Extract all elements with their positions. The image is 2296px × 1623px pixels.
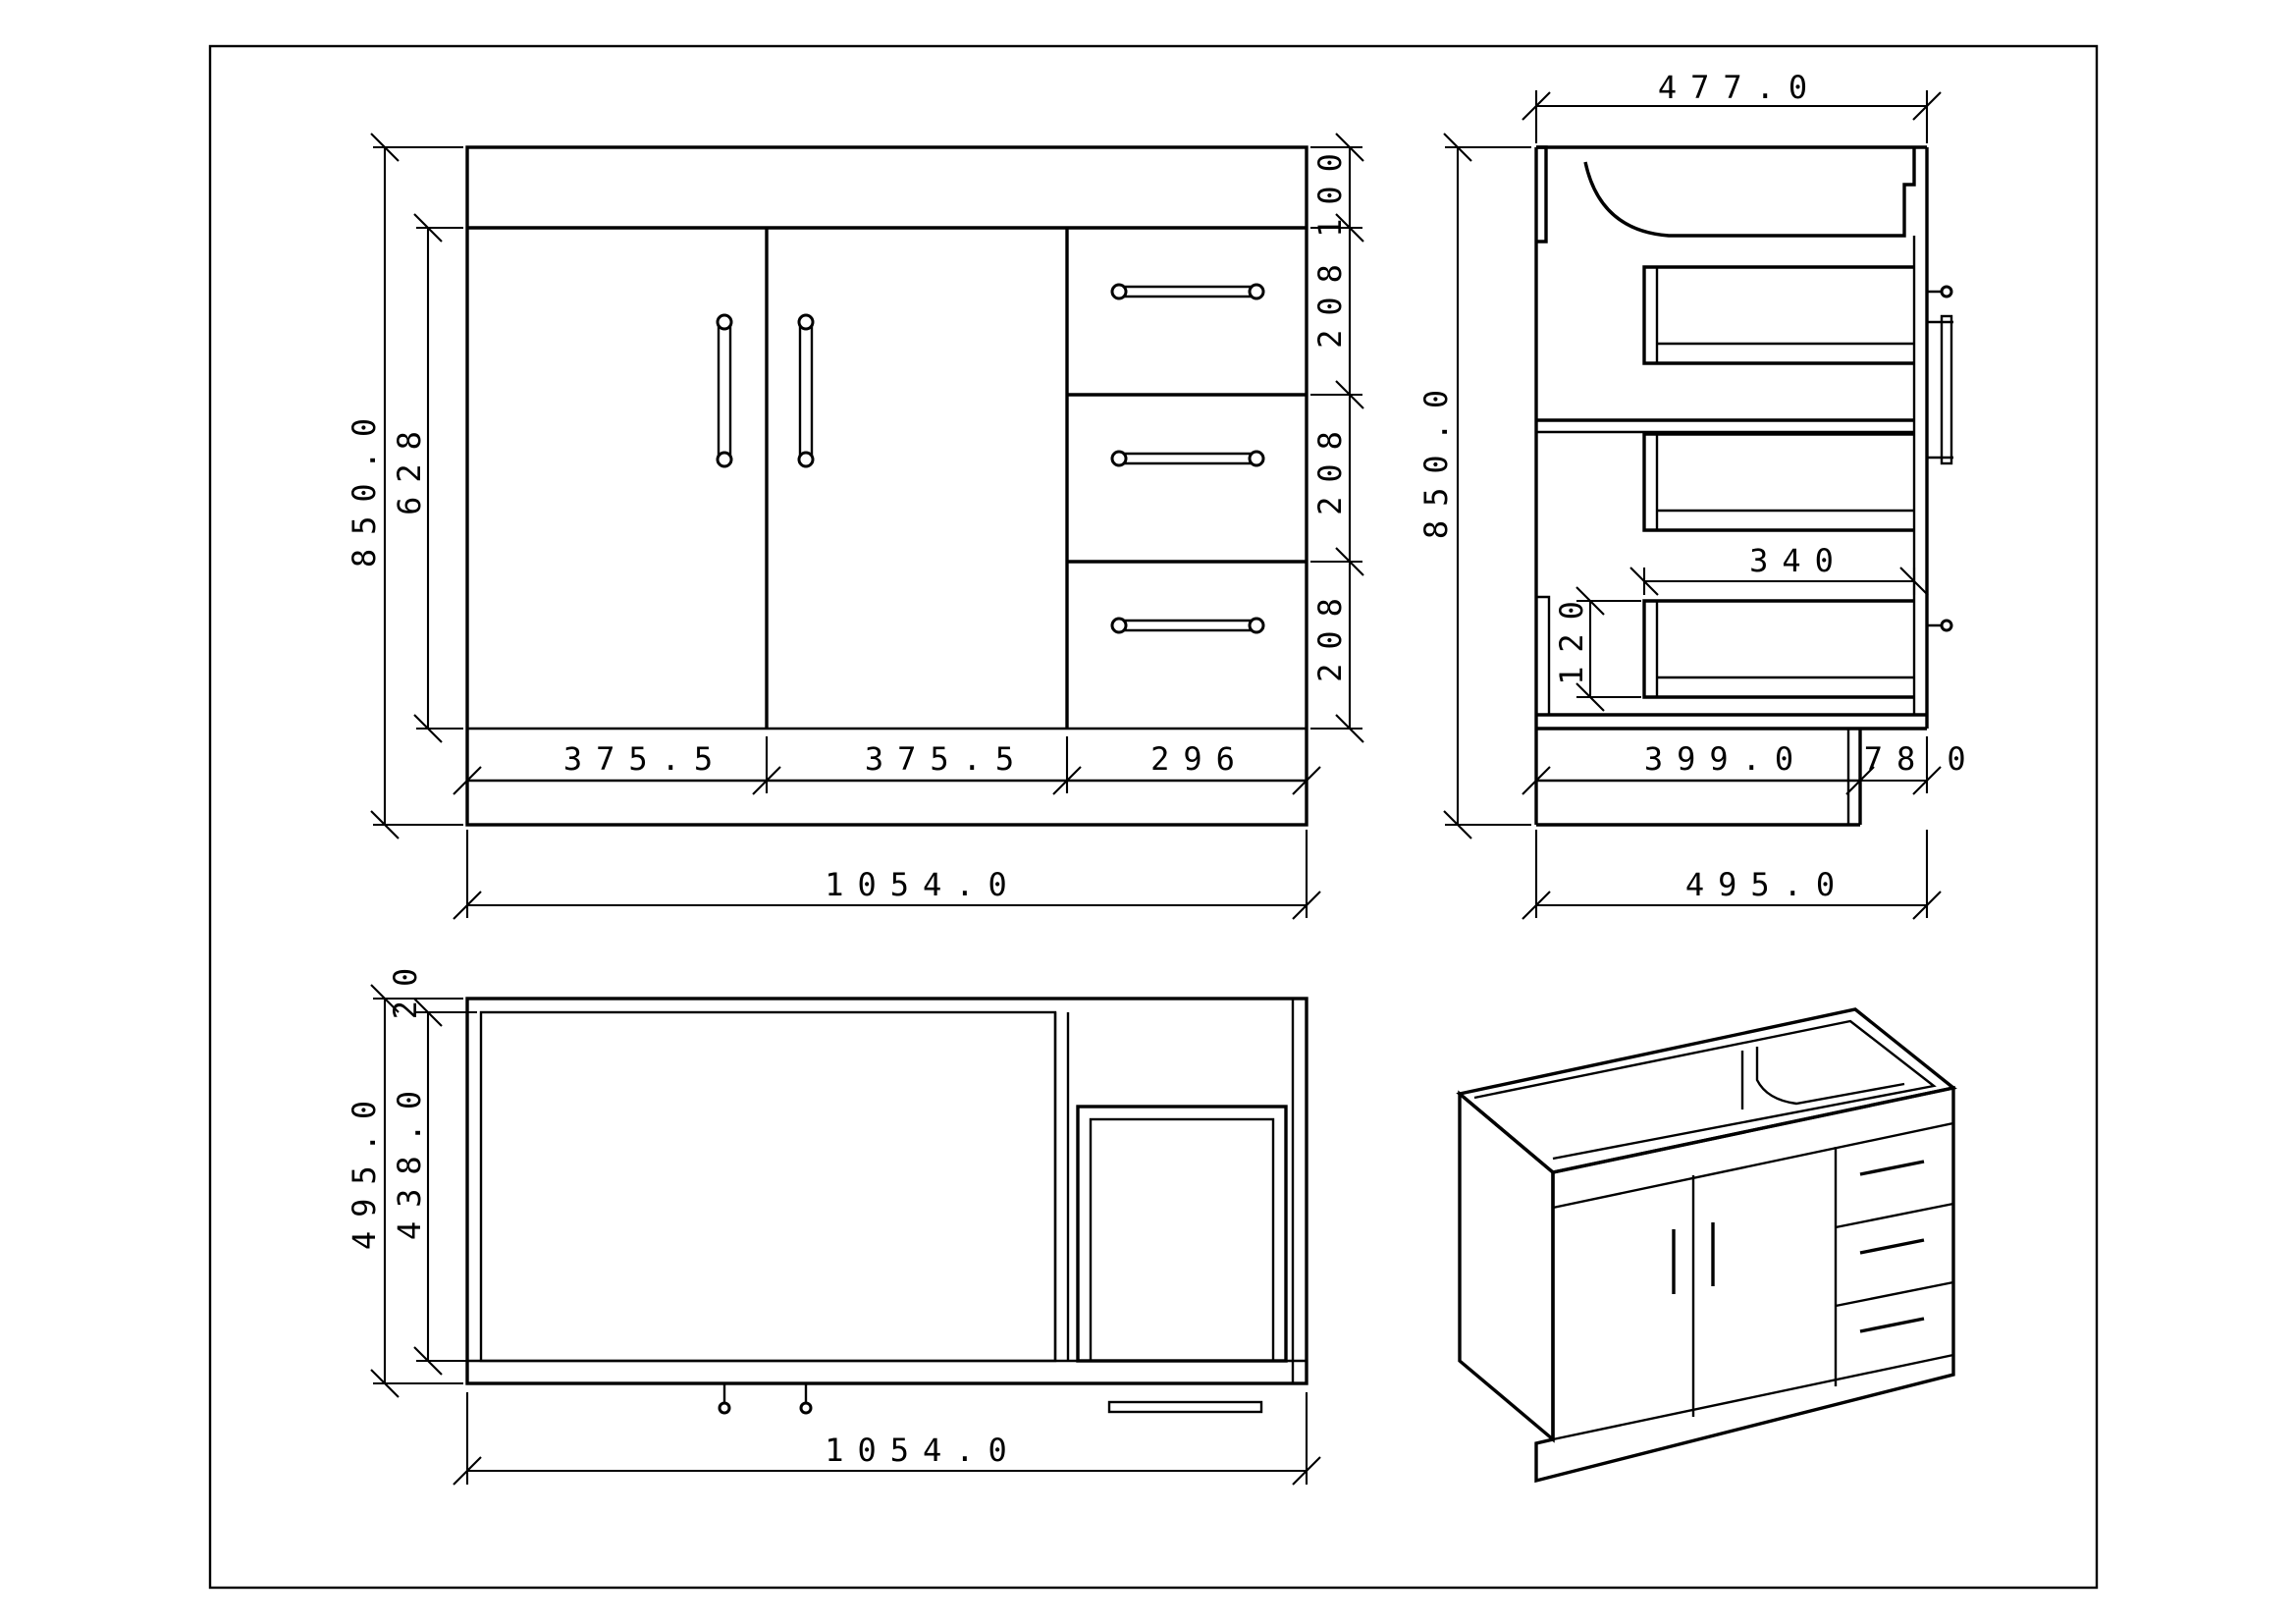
dim-side-top-depth: 477.0 [1658, 69, 1821, 106]
dim-front-drawer-1: 208 [1311, 250, 1349, 349]
dim-side-toe-offset: 78 [1864, 740, 1930, 778]
iso-inner-rim [1473, 1019, 1937, 1161]
dim-side-overall-height: 850.0 [1417, 376, 1455, 539]
iso-side-face [1458, 1090, 1555, 1443]
dim-top-overall-width: 1054.0 [825, 1432, 1021, 1469]
dim-front-door-height: 628 [391, 417, 428, 515]
top-drawer-box [1076, 1105, 1288, 1363]
front-dimension-lines [370, 133, 1364, 920]
top-view: 20 495.0 438.0 1054.0 [346, 954, 1321, 1486]
dim-front-door-right-width: 375.5 [865, 740, 1028, 778]
drawer-handle-2 [1110, 450, 1265, 467]
iso-plinth [1552, 1353, 1954, 1441]
iso-drawer-line-2 [1835, 1280, 1954, 1308]
iso-handles [1672, 1160, 1925, 1333]
door-handle-left [716, 313, 733, 468]
iso-top-rim [1456, 1007, 1957, 1174]
dim-side-zero-mark: 0 [1947, 740, 1979, 778]
dim-side-drawer-height: 120 [1553, 587, 1590, 685]
dim-top-overall-depth: 495.0 [346, 1087, 383, 1250]
cabinet-outline [465, 145, 1308, 827]
side-dimension-lines [1443, 90, 1942, 920]
dim-front-drawer-3: 208 [1311, 584, 1349, 682]
dim-side-plinth-depth: 399.0 [1644, 740, 1807, 778]
dim-front-top-rail: 100 [1311, 139, 1349, 238]
side-drawer-box-1 [1642, 265, 1914, 365]
dim-side-overall-depth: 495.0 [1685, 866, 1848, 903]
front-view: 850.0 628 100 208 208 208 375.5 375.5 29… [346, 133, 1364, 920]
dim-front-overall-height: 850.0 [346, 405, 383, 568]
dim-front-overall-width: 1054.0 [825, 866, 1021, 903]
isometric-view [1456, 1007, 1957, 1484]
side-drawer-knobs [1927, 285, 1953, 632]
top-door-handles [718, 1383, 1263, 1415]
iso-top-rail [1552, 1121, 1954, 1210]
side-drawer-box-2 [1642, 432, 1914, 532]
iso-sink-cutout [1740, 1047, 1905, 1109]
top-inner-cavity [479, 1010, 1057, 1363]
sheet-border [208, 44, 2099, 1590]
side-drawer-box-3 [1536, 595, 1914, 715]
dim-top-back-gap: 20 [387, 954, 424, 1020]
dim-top-inner-depth: 438.0 [391, 1077, 428, 1240]
dim-front-door-left-width: 375.5 [563, 740, 726, 778]
top-dimension-lines [370, 984, 1321, 1486]
side-view: 477.0 850.0 340 120 399.0 78 0 495.0 [1417, 69, 1979, 920]
dim-side-drawer-depth: 340 [1749, 542, 1847, 579]
door-handle-right [797, 313, 815, 468]
dim-front-drawer-2: 208 [1311, 417, 1349, 515]
side-sink-cutout [1536, 145, 1916, 243]
top-outline [465, 997, 1308, 1385]
iso-drawer-line-1 [1835, 1202, 1954, 1229]
dim-front-drawer-width: 296 [1150, 740, 1249, 778]
drawer-handle-1 [1110, 283, 1265, 300]
drawer-handle-3 [1110, 617, 1265, 634]
side-door-handle [1927, 314, 1953, 465]
iso-front-face [1534, 1085, 1955, 1484]
